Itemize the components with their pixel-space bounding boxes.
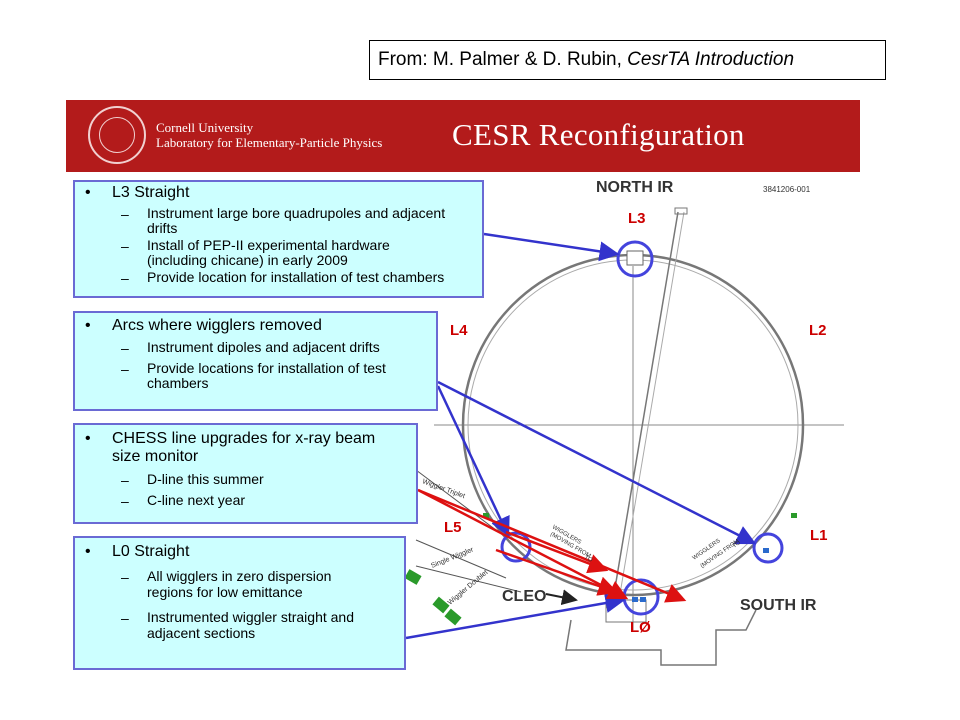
- l0-wiggler-1: [632, 597, 638, 602]
- red-arrow-1: [418, 490, 626, 598]
- injection-end: [675, 208, 687, 214]
- box-l3-bullet-1a: Instrument large bore quadrupoles and ad…: [147, 206, 445, 221]
- box-chess-bullet-1: D-line this summer: [147, 472, 264, 487]
- wiggler-doublet-icon-1: [432, 597, 449, 614]
- l0-wiggler-2: [640, 597, 646, 602]
- box-chess: • CHESS line upgrades for x-ray beam siz…: [73, 423, 418, 524]
- drawing-number: 3841206-001: [763, 185, 811, 194]
- box-l3-bullet-1b: drifts: [147, 221, 177, 236]
- injection-line-2: [620, 212, 684, 594]
- wiggler-triplet-label: Wiggler Triplet: [421, 478, 465, 500]
- attribution-source: CesrTA Introduction: [627, 49, 794, 70]
- cleo-label: CLEO: [502, 588, 546, 605]
- box-l3-bullet-2a: Install of PEP-II experimental hardware: [147, 238, 390, 253]
- box-arcs-bullet-2a: Provide locations for installation of te…: [147, 361, 386, 376]
- box-l0-straight: • L0 Straight – All wigglers in zero dis…: [73, 536, 406, 670]
- red-arrow-4: [496, 550, 616, 592]
- box-chess-heading-1: CHESS line upgrades for x-ray beam: [112, 430, 375, 448]
- box-l0-bullet-2a: Instrumented wiggler straight and: [147, 610, 354, 625]
- box-l3-heading: L3 Straight: [112, 184, 189, 202]
- box-l3-straight: • L3 Straight – Instrument large bore qu…: [73, 180, 484, 298]
- box-arcs-bullet-2b: chambers: [147, 376, 208, 391]
- attribution-box: From: M. Palmer & D. Rubin, CesrTA Intro…: [369, 40, 886, 80]
- l1-label: L1: [810, 527, 828, 544]
- box-l3-bullet-3: Provide location for installation of tes…: [147, 270, 444, 285]
- box-l0-bullet-1b: regions for low emittance: [147, 585, 303, 600]
- slide: Cornell University Laboratory for Elemen…: [66, 100, 860, 670]
- single-wiggler-label: Single Wiggler: [430, 546, 475, 570]
- south-ir-label: SOUTH IR: [740, 597, 817, 614]
- wiggler-single-icon: [404, 569, 421, 585]
- l3-hardware: [627, 251, 643, 265]
- l2-label: L2: [809, 322, 827, 339]
- box-chess-heading-2: size monitor: [112, 448, 198, 466]
- l0-label: LØ: [630, 619, 651, 636]
- chess-line-2: [416, 540, 506, 578]
- box-l0-bullet-1a: All wigglers in zero dispersion: [147, 569, 331, 584]
- l3-label: L3: [628, 210, 646, 227]
- arrow-l3: [484, 234, 617, 254]
- cleo-arrow: [546, 594, 576, 600]
- l1-wiggler: [763, 548, 769, 553]
- attribution-prefix: From: M. Palmer & D. Rubin,: [378, 49, 627, 70]
- wiggler-l1-icon: [791, 513, 797, 518]
- box-l0-bullet-2b: adjacent sections: [147, 626, 255, 641]
- box-arcs-bullet-1: Instrument dipoles and adjacent drifts: [147, 340, 380, 355]
- box-l3-bullet-2b: (including chicane) in early 2009: [147, 253, 348, 268]
- wiggler-doublet-icon-2: [444, 609, 461, 626]
- south-ir-building: [566, 610, 756, 665]
- box-chess-bullet-2: C-line next year: [147, 493, 245, 508]
- injection-line: [614, 212, 678, 594]
- l5-label: L5: [444, 519, 462, 536]
- north-ir-label: NORTH IR: [596, 179, 674, 196]
- box-arcs-heading: Arcs where wigglers removed: [112, 317, 322, 335]
- box-arcs: • Arcs where wigglers removed – Instrume…: [73, 311, 438, 411]
- red-arrow-2: [418, 490, 684, 600]
- box-l0-heading: L0 Straight: [112, 543, 189, 561]
- l4-label: L4: [450, 322, 468, 339]
